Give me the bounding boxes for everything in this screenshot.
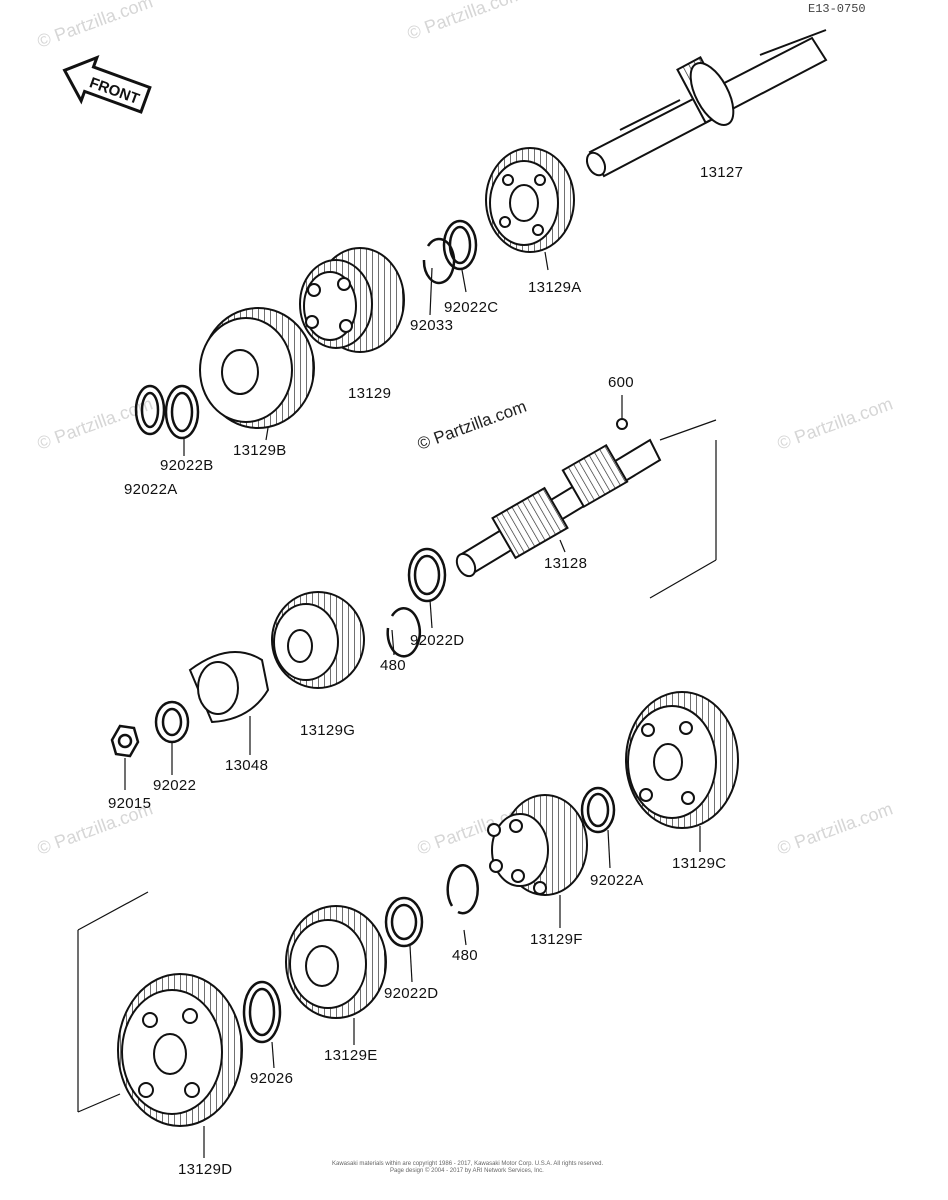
part-label: 92022D (410, 632, 464, 649)
part-label: 600 (608, 374, 634, 391)
circlip-480 (386, 607, 421, 658)
part-label: 92022D (384, 985, 438, 1002)
washer-92022D (407, 547, 447, 603)
watermark: © Partzilla.com (405, 0, 526, 44)
drive-shaft-13128 (455, 418, 717, 599)
washer-92022A (134, 384, 166, 436)
copyright-text: Page design © 2004 - 2017 by ARI Network… (390, 1167, 544, 1174)
part-label: 13129G (300, 722, 355, 739)
bracket-lines (77, 891, 149, 1113)
part-label: 92015 (108, 795, 151, 812)
washer-92022A-lower (580, 786, 616, 834)
part-label: 13129D (178, 1161, 232, 1178)
part-label: 13127 (700, 164, 743, 181)
part-label: 480 (380, 657, 406, 674)
gear-13129B (199, 307, 315, 429)
gear-13129G (271, 591, 365, 689)
part-label: 92026 (250, 1070, 293, 1087)
part-label: 13129E (324, 1047, 378, 1064)
part-label: 13129B (233, 442, 287, 459)
nut-92015 (110, 724, 140, 758)
gear-13129F (487, 794, 588, 896)
watermark: © Partzilla.com (775, 798, 896, 858)
washer-92026 (242, 980, 282, 1044)
gear-13129E (285, 905, 387, 1019)
watermark: © Partzilla.com (415, 397, 529, 454)
part-label: 13129 (348, 385, 391, 402)
part-600-ball (616, 418, 628, 430)
part-label: 92022A (590, 872, 644, 889)
circlip-480-lower (446, 863, 479, 915)
part-label: 13129C (672, 855, 726, 872)
watermark: © Partzilla.com (35, 0, 156, 52)
gear-13129C (625, 691, 739, 829)
part-label: 13129F (530, 931, 583, 948)
part-label: 480 (452, 947, 478, 964)
part-label: 92022A (124, 481, 178, 498)
washer-92022B (164, 384, 200, 440)
part-labels: 13127 13129A 92022C 92033 13129 13129B 9… (108, 164, 743, 1178)
part-label: 13129A (528, 279, 582, 296)
diagram-ref: E13-0750 (808, 2, 866, 16)
washer-92022D-lower (384, 896, 424, 948)
part-label: 92022C (444, 299, 498, 316)
gear-13129D (117, 973, 243, 1127)
part-label: 13048 (225, 757, 268, 774)
gear-13129 (299, 247, 405, 353)
copyright-text: Kawasaki materials within are copyright … (332, 1161, 603, 1167)
output-shaft-13127 (585, 29, 828, 178)
part-label: 13128 (544, 555, 587, 572)
gear-13129A (485, 147, 575, 253)
front-arrow-icon: FRONT (62, 54, 152, 114)
part-label: 92022 (153, 777, 196, 794)
watermark: © Partzilla.com (775, 393, 896, 453)
circlip-92033 (422, 237, 456, 285)
washer-92022 (154, 700, 190, 744)
part-label: 92022B (160, 457, 214, 474)
part-label: 92033 (410, 317, 453, 334)
spacer-13048 (188, 651, 270, 724)
leader-lines (124, 251, 701, 1158)
